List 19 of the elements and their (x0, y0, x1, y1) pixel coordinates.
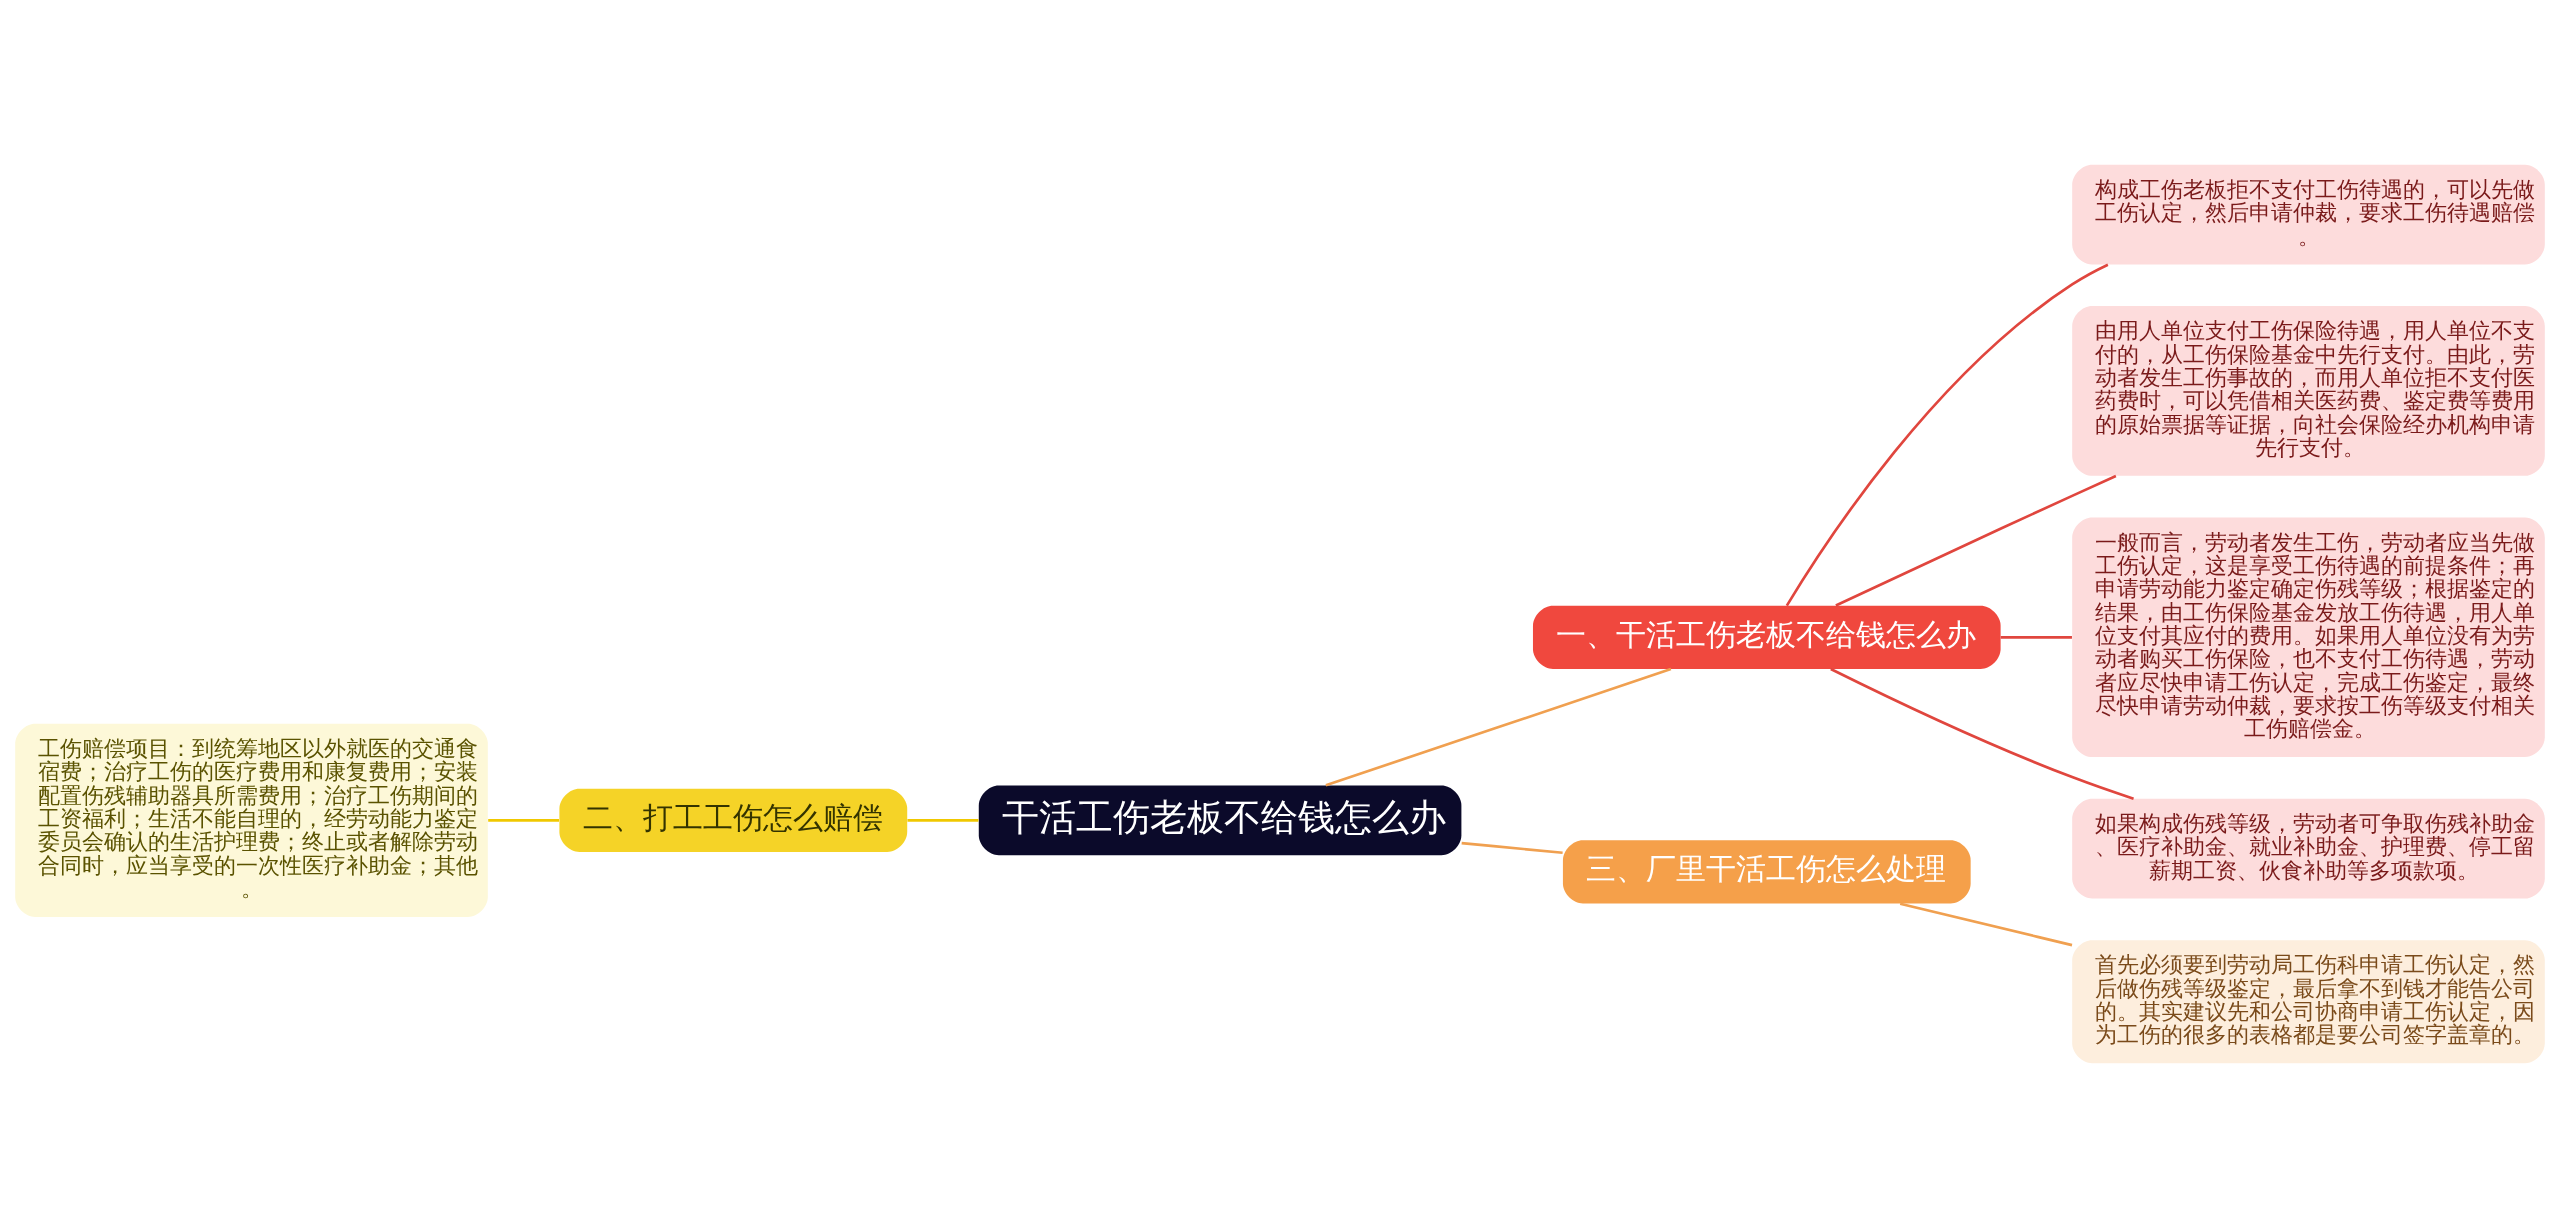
connector (907, 819, 979, 822)
node-box: 二、打工工伤怎么赔偿 (559, 788, 908, 852)
connector (1835, 474, 2117, 607)
node-box: 构成工伤老板拒不支付工伤待遇的，可以先做工伤认定，然后申请仲裁，要求工伤待遇赔偿。 (2072, 164, 2545, 265)
node-box: 一、干活工伤老板不给钱怎么办 (1532, 605, 2001, 669)
connector (1899, 902, 2073, 947)
node-box: 如果构成伤残等级，劳动者可争取伤残补助金、医疗补助金、就业补助金、护理费、停工留薪期工资、伙食补助等多项款项。 (2072, 798, 2545, 899)
node-box: 首先必须要到劳动局工伤科申请工伤认定，然后做伤残等级鉴定，最后拿不到钱才能告公司的。其实建议先和公司协商申请工伤认定，因为工伤的很多的表格都是要公司签字盖章的。 (2072, 940, 2545, 1064)
node-box: 一般而言，劳动者发生工伤，劳动者应当先做工伤认定，这是享受工伤待遇的前提条件；再申请劳动能力鉴定确定伤残等级；根据鉴定的结果，由工伤保险基金发放工伤待遇，用人单位支付其应付的费用。如果用人单位没有为劳动者购买工伤保险，也不支付工伤待遇，劳动者应尽快申请工伤认定，完成工伤鉴定，最终尽快申请劳动仲裁，要求按工伤等级支付相关工伤赔偿金。 (2072, 517, 2545, 758)
connector (1785, 263, 2109, 607)
connector (1325, 667, 1672, 787)
connector (2000, 635, 2072, 639)
node-box: 工伤赔偿项目：到统筹地区以外就医的交通食宿费；治疗工伤的医疗费用和康复费用；安装配置伤残辅助器具所需费用；治疗工伤期间的工资福利；生活不能自理的，经劳动能力鉴定委员会确认的生活护理费；终止或者解除劳动合同时，应当享受的一次性医疗补助金；其他。 (15, 723, 488, 917)
node-box: 干活工伤老板不给钱怎么办 (978, 785, 1462, 856)
connector (488, 819, 559, 822)
connector (1461, 841, 1563, 855)
connector (1830, 667, 2134, 800)
node-box: 三、厂里干活工伤怎么处理 (1562, 840, 1971, 904)
node-box: 由用人单位支付工伤保险待遇，用人单位不支付的，从工伤保险基金中先行支付。由此，劳动者发生工伤事故的，而用人单位拒不支付医药费时，可以凭借相关医药费、鉴定费等费用的原始票据等证据，向社会保险经办机构申请先行支付。 (2072, 306, 2545, 476)
